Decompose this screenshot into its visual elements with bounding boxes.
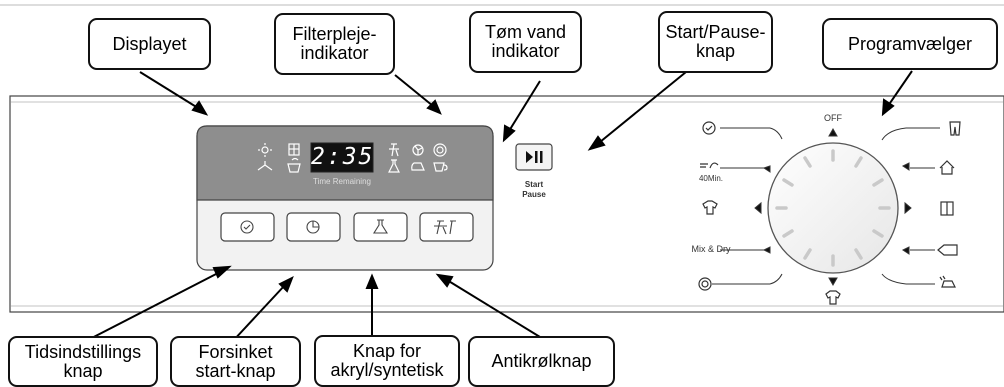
callout-delayed-start: Forsinket start-knap xyxy=(170,336,301,387)
callout-timer-button: Tidsindstillings knap xyxy=(8,336,158,387)
tag-icon xyxy=(937,244,958,256)
house-icon xyxy=(939,160,955,175)
mix-dry-label: Mix & Dry xyxy=(691,244,731,254)
jeans-icon xyxy=(949,121,961,136)
callout-program-selector: Programvælger xyxy=(822,18,998,70)
callout-empty-water-indicator: Tøm vand indikator xyxy=(469,11,582,73)
wool-indicator-icon xyxy=(433,143,447,157)
start-pause-label: Start Pause xyxy=(522,180,546,199)
anti-crease-button[interactable] xyxy=(419,212,474,242)
shirt-bottom-icon xyxy=(825,290,841,305)
timer-button[interactable] xyxy=(220,212,275,242)
shirt-program-icon xyxy=(702,200,718,215)
start-pause-button[interactable] xyxy=(515,143,553,171)
lcd-display xyxy=(310,142,374,173)
flask-icon xyxy=(373,219,388,234)
min40-label: 40Min. xyxy=(698,174,723,183)
callout-arrows xyxy=(83,70,913,343)
hanger-icon xyxy=(257,161,273,171)
filter-indicator-icon xyxy=(288,143,300,156)
off-label: OFF xyxy=(824,113,842,123)
anti-crease-icon xyxy=(434,220,456,235)
quick-40-icon xyxy=(700,162,719,169)
program-knob[interactable] xyxy=(767,142,899,274)
delayed-start-button[interactable] xyxy=(286,212,341,242)
callout-displayet: Displayet xyxy=(88,18,211,70)
callout-anti-crease: Antikrølknap xyxy=(468,336,615,387)
timer-program-icon xyxy=(702,121,716,135)
knob-markers xyxy=(712,127,940,287)
callout-acrylic-synthetic: Knap for akryl/syntetisk xyxy=(314,335,460,387)
iron-indicator-icon xyxy=(411,162,425,171)
wool-program-icon xyxy=(698,277,712,291)
water-tank-icon xyxy=(287,157,301,173)
sun-icon xyxy=(258,143,272,157)
anti-crease-indicator-icon xyxy=(389,143,399,157)
callout-filter-indicator: Filterpleje- indikator xyxy=(274,13,395,75)
empty-water-indicator-icon xyxy=(433,162,448,172)
steam-iron-icon xyxy=(939,275,956,288)
flask-indicator-icon xyxy=(388,159,400,173)
callout-start-pause: Start/Pause- knap xyxy=(658,11,773,73)
cabinet-icon xyxy=(940,201,954,216)
lcd-time: 2:35 xyxy=(311,144,375,170)
time-remaining-label: Time Remaining xyxy=(313,177,371,186)
fan-icon xyxy=(412,144,424,156)
acrylic-synthetic-button[interactable] xyxy=(353,212,408,242)
clock-icon xyxy=(240,220,254,234)
